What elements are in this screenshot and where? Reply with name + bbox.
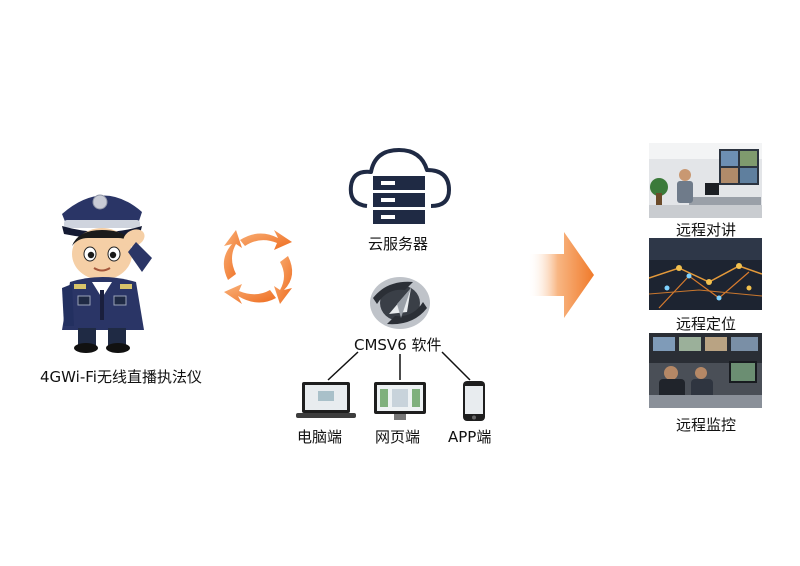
police-officer-illustration: [48, 180, 158, 355]
feature-label-intercom: 远程对讲: [676, 221, 737, 239]
cloud-server-label: 云服务器: [368, 235, 429, 253]
remote-monitoring-image: [649, 333, 762, 408]
client-label-web: 网页端: [375, 428, 421, 446]
feature-label-location: 远程定位: [676, 315, 737, 333]
laptop-icon: [296, 380, 356, 420]
client-connector-lines: [320, 348, 480, 384]
monitor-icon: [372, 380, 428, 422]
cmsv6-logo: [367, 274, 433, 332]
flow-arrow-icon: [528, 230, 596, 320]
client-label-pc: 电脑端: [297, 428, 343, 446]
remote-intercom-image: [649, 143, 762, 218]
feature-label-monitoring: 远程监控: [676, 416, 737, 434]
remote-location-image: [649, 238, 762, 310]
sync-arrows-icon: [218, 226, 300, 308]
cloud-server-icon: [345, 140, 455, 228]
phone-icon: [462, 380, 486, 422]
cmsv6-software-label: CMSV6 软件: [354, 336, 442, 354]
client-label-app: APP端: [448, 428, 492, 446]
device-label: 4GWi-Fi无线直播执法仪: [40, 368, 202, 386]
